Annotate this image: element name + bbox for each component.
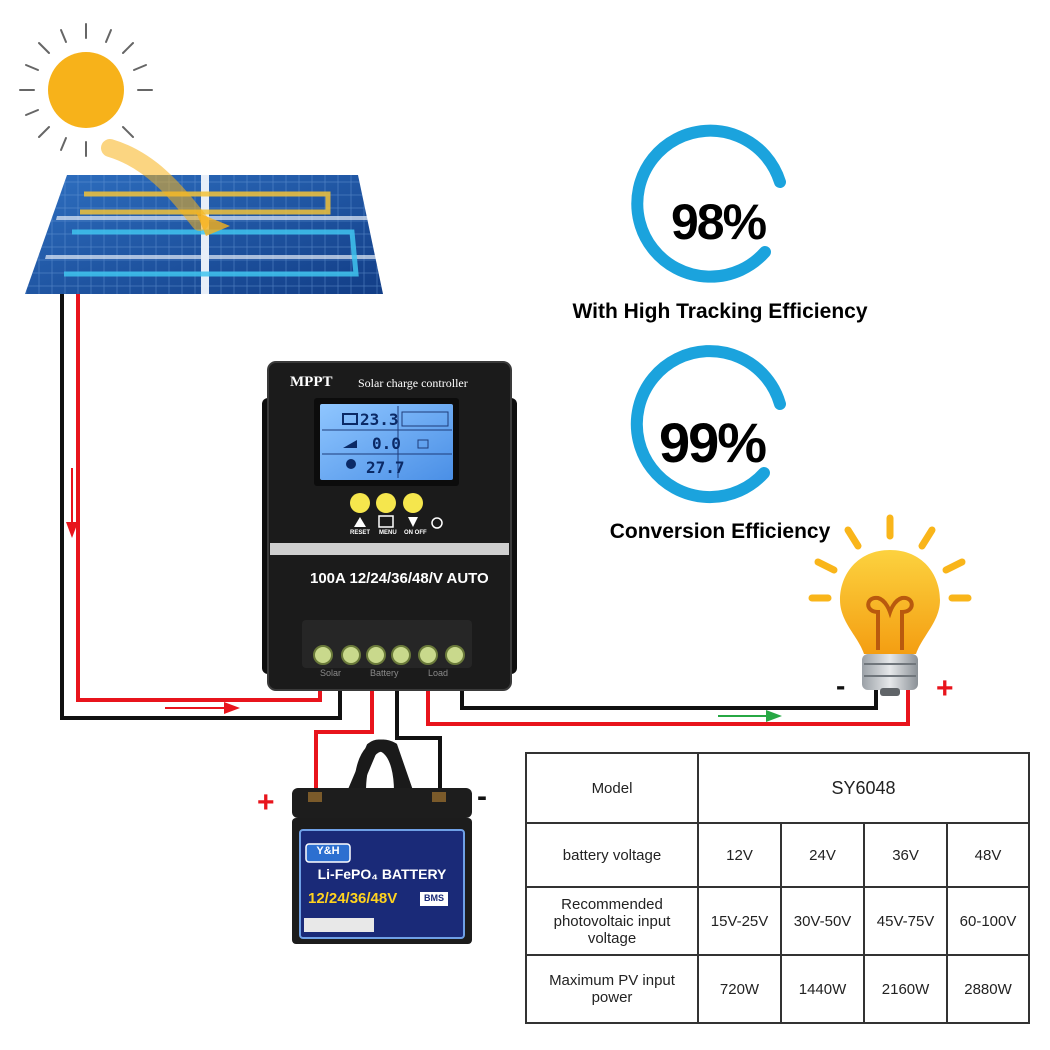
terminal-label-solar: Solar [320,668,342,678]
battery-brand: Y&H [316,845,340,857]
solar-panel [25,139,383,294]
lcd-value-current: 0.0 [372,434,401,453]
tracking-efficiency-value: 98% [670,194,767,250]
conversion-efficiency-value: 99% [658,411,767,474]
table-cell: 2880W [946,954,1030,1024]
tracking-efficiency-caption: With High Tracking Efficiency [572,300,868,323]
table-cell: 24V [780,822,866,888]
battery-icon [292,739,472,944]
table-cell: 2160W [863,954,949,1024]
terminal-label-battery: Battery [370,668,399,678]
battery-name: Li-FePO₄ BATTERY [317,866,447,882]
table-row-label: Maximum PV input power [525,954,699,1024]
model-label: Model [525,752,699,824]
table-cell: 1440W [780,954,866,1024]
table-cell: 15V-25V [696,886,783,956]
menu-icon [378,515,394,528]
controller-title: Solar charge controller [358,376,468,390]
controller-brand: MPPT [290,374,333,390]
on-off-label: ON OFF [404,530,427,536]
load-plus-sign: + [936,672,954,705]
terminal-solar-pos [341,645,361,665]
lcd-value-voltage: 23.3 [360,410,399,429]
power-icon [431,517,443,529]
load-minus-sign: - [836,670,846,701]
reset-button [350,493,370,513]
table-row: Recommended photovoltaic input voltage 1… [525,886,1030,956]
table-row-label: battery voltage [525,822,699,888]
sun-icon [19,23,153,157]
spec-table: Model SY6048 battery voltage 12V 24V 36V… [525,752,1030,1024]
wiring [60,294,910,797]
down-arrow-icon [408,517,418,527]
flow-arrows [66,468,782,722]
conversion-efficiency-caption: Conversion Efficiency [609,520,831,543]
terminal-battery-neg [391,645,411,665]
table-cell: 720W [696,954,783,1024]
light-bulb-icon [808,514,972,696]
table-row: Model SY6048 [525,752,1030,824]
on-off-button [403,493,423,513]
terminal-battery-pos [366,645,386,665]
menu-button [376,493,396,513]
table-cell: 45V-75V [863,886,949,956]
terminal-load-pos [418,645,438,665]
menu-label: MENU [379,530,397,536]
table-row-label: Recommended photovoltaic input voltage [525,886,699,956]
model-value: SY6048 [697,752,1030,824]
mppt-controller [262,361,517,691]
efficiency-ring-conversion [630,345,786,504]
battery-minus-sign: - [477,780,487,813]
controller-rating: 100A 12/24/36/48/V AUTO [310,570,489,587]
table-cell: 12V [696,822,783,888]
terminal-label-load: Load [428,668,449,678]
table-cell: 48V [946,822,1030,888]
terminal-load-neg [445,645,465,665]
terminal-solar-neg [313,645,333,665]
battery-bms: BMS [424,893,444,903]
table-cell: 30V-50V [780,886,866,956]
up-arrow-icon [354,517,366,527]
table-row: battery voltage 12V 24V 36V 48V [525,822,1030,888]
efficiency-ring-tracking [631,124,786,283]
battery-plus-sign: + [257,786,275,819]
reset-label: RESET [350,530,371,536]
lcd-value-temperature: 27.7 [366,458,405,477]
table-cell: 36V [863,822,949,888]
table-row: Maximum PV input power 720W 1440W 2160W … [525,954,1030,1024]
battery-voltages: 12/24/36/48V [308,890,398,907]
table-cell: 60-100V [946,886,1030,956]
